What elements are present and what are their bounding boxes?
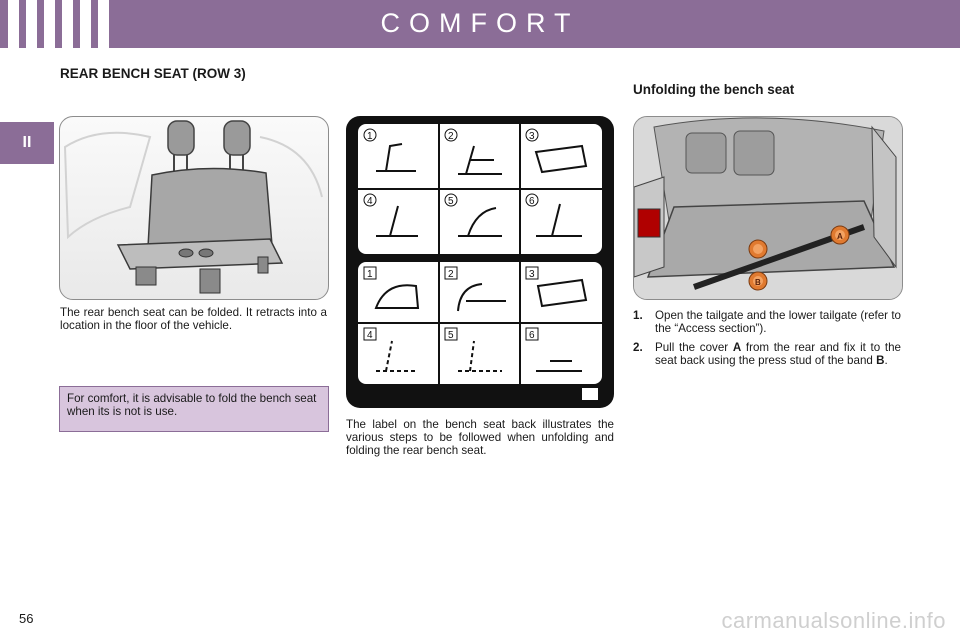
label-step-number: 2 — [448, 131, 454, 142]
label-step-number: 4 — [367, 196, 373, 207]
header-stripes — [8, 0, 109, 48]
label-step-badge — [525, 193, 539, 207]
label-step-badge — [363, 327, 377, 341]
step-text: Pull the cover A from the rear and fix i… — [655, 341, 901, 367]
label-step-badge — [444, 128, 458, 142]
seat-description: The rear bench seat can be folded. It re… — [60, 306, 327, 332]
page-number: 56 — [19, 611, 34, 626]
chapter-tab: II — [0, 122, 54, 164]
label-step-badge — [525, 128, 539, 142]
label-step-number: 4 — [367, 330, 373, 341]
label-step-badge — [363, 193, 377, 207]
label-step-badge — [444, 327, 458, 341]
callout-letter: B — [755, 278, 761, 287]
label-step-number: 5 — [448, 196, 454, 207]
label-step-number: 5 — [448, 330, 454, 341]
label-step-number: 3 — [529, 131, 535, 142]
label-bottom-panel — [358, 262, 602, 384]
step-text: Open the tailgate and the lower tailgate… — [655, 309, 901, 335]
label-step-number: 6 — [529, 330, 535, 341]
bench-seat-illustration — [59, 116, 329, 300]
label-step-number: 1 — [367, 269, 373, 280]
label-step-badge — [363, 266, 377, 280]
step-text-part: Pull the cover — [655, 341, 733, 354]
step-number: 1. — [633, 309, 643, 322]
step-number: 2. — [633, 341, 643, 354]
step-text-part: . — [884, 354, 888, 367]
label-step-badge — [525, 266, 539, 280]
step-1: 1. Open the tailgate and the lower tailg… — [633, 309, 901, 335]
label-description: The label on the bench seat back illustr… — [346, 418, 614, 457]
step-2: 2. Pull the cover A from the rear and fi… — [633, 341, 901, 367]
page-header: COMFORT — [0, 0, 960, 48]
cover-ref: A — [732, 341, 742, 354]
callout-letter: A — [837, 232, 843, 241]
section-title: REAR BENCH SEAT (ROW 3) — [60, 66, 246, 81]
label-step-number: 3 — [529, 269, 535, 280]
label-step-number: 6 — [529, 196, 535, 207]
comfort-note: For comfort, it is advisable to fold the… — [59, 386, 329, 432]
label-step-badge — [363, 128, 377, 142]
watermark: carmanualsonline.info — [721, 608, 946, 633]
label-top-panel — [358, 124, 602, 254]
label-step-number: 1 — [367, 131, 373, 142]
label-step-badge — [525, 327, 539, 341]
label-step-badge — [444, 193, 458, 207]
band-ref: B — [876, 354, 885, 367]
label-step-number: 2 — [448, 269, 454, 280]
unfolding-steps: 1. Open the tailgate and the lower tailg… — [633, 309, 901, 373]
step-text-part: from the rear and fix it to the seat bac… — [655, 341, 901, 367]
chapter-title: COMFORT — [380, 8, 580, 38]
label-step-badge — [444, 266, 458, 280]
unfolding-title: Unfolding the bench seat — [633, 82, 795, 97]
folding-steps-label: 1 2 3 4 5 6 1 2 3 4 5 6 — [346, 116, 614, 408]
